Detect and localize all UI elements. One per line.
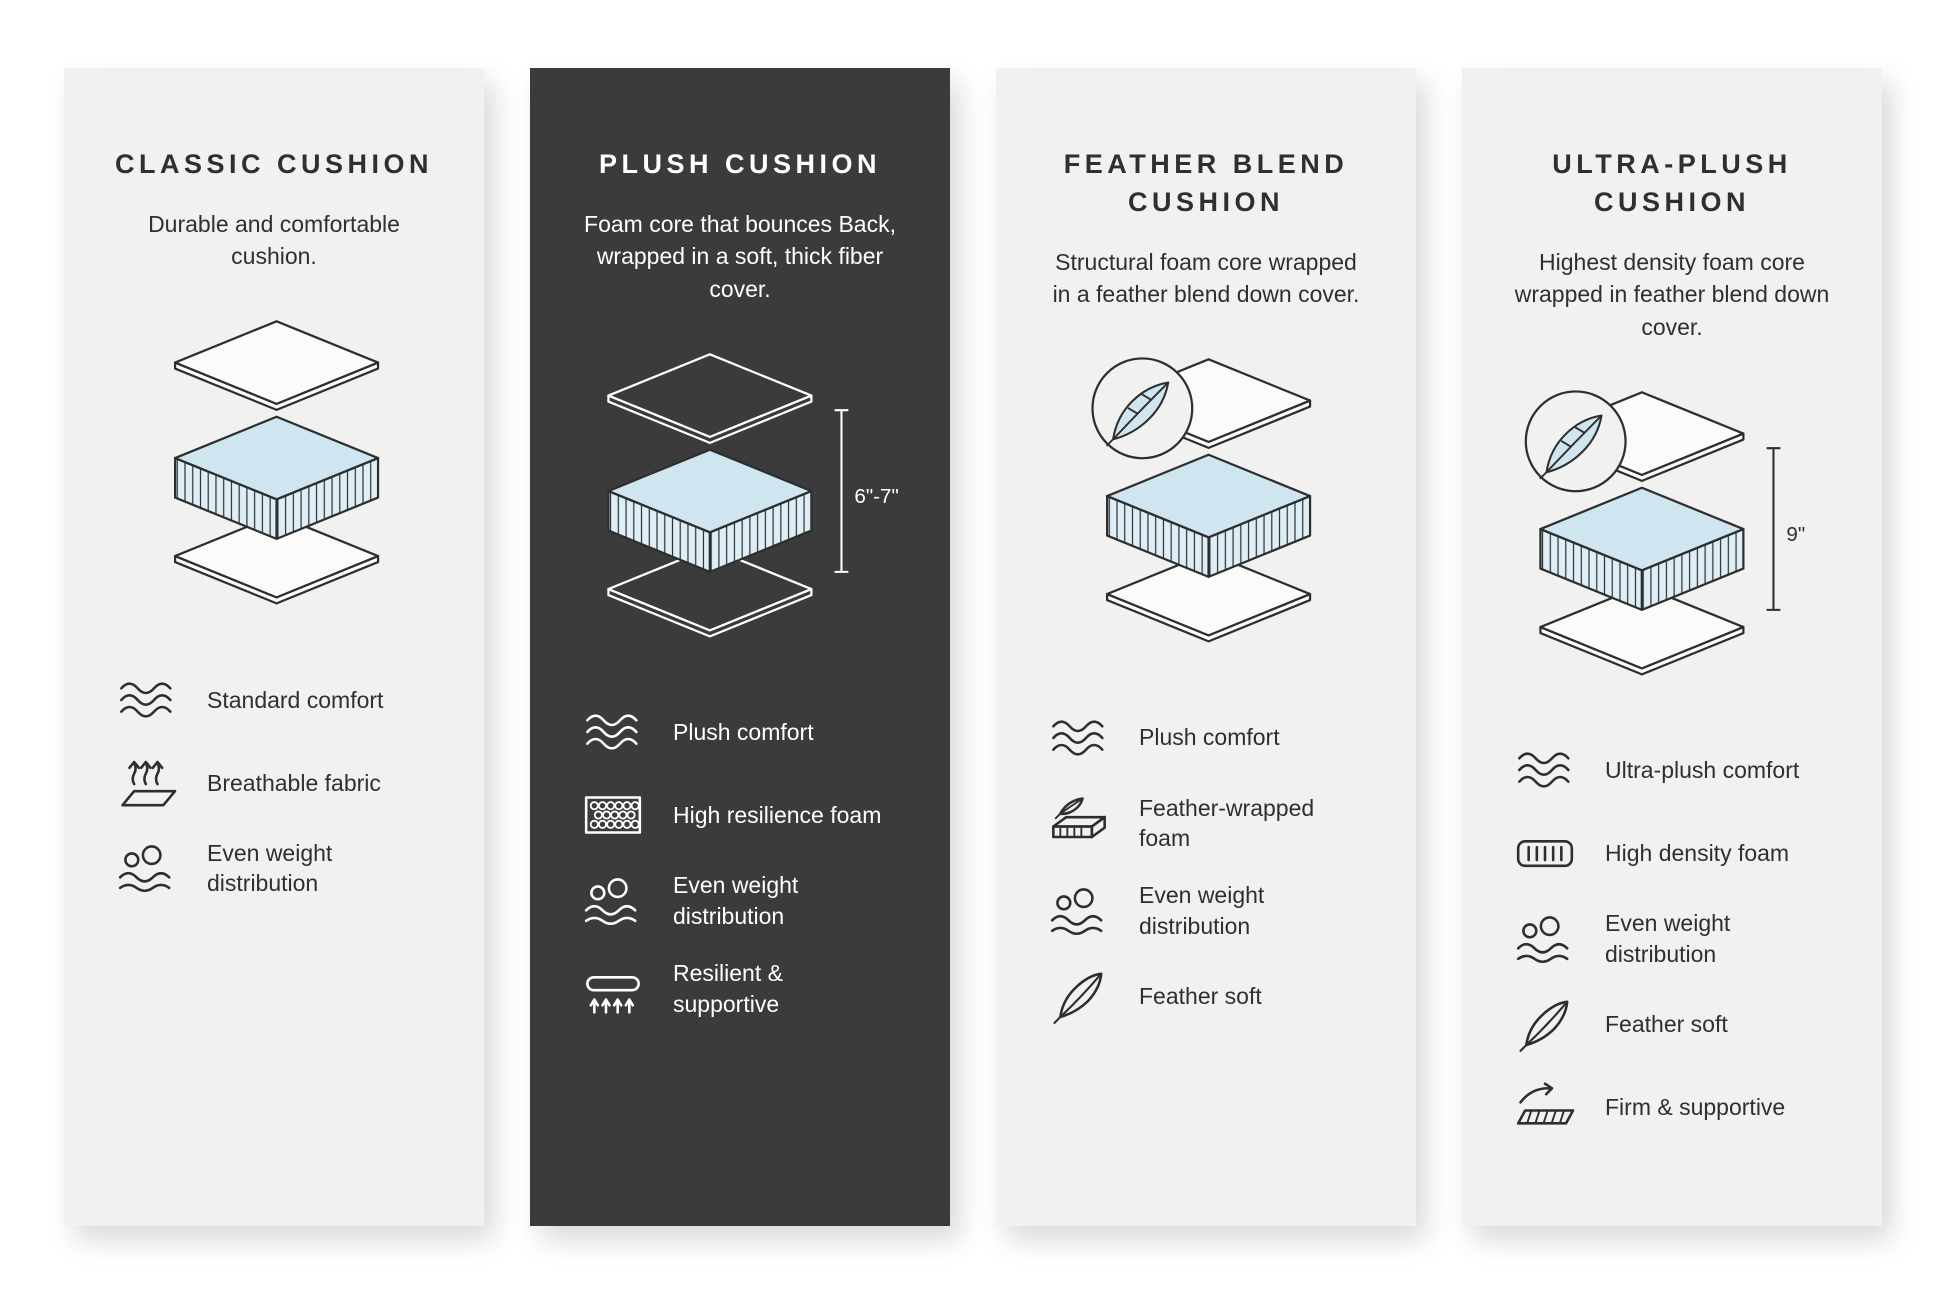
waves-comfort-icon (114, 672, 180, 728)
feature-label: Even weight distribution (207, 839, 333, 897)
bottom-sheet-layer (1539, 584, 1745, 676)
feature-row: Feather-wrapped foam (1046, 793, 1378, 854)
feature-row: Feather soft (1046, 968, 1378, 1024)
feature-label: Even weight distribution (673, 872, 799, 929)
diagram-area: 9" (1500, 388, 1844, 685)
feature-row: Even weight distribution (580, 870, 912, 931)
panel-title: FEATHER BLEND CUSHION (1063, 149, 1349, 217)
feature-label: Standard comfort (207, 686, 384, 713)
panel-title: PLUSH CUSHION (598, 149, 881, 179)
feature-row: Even weight distribution (1046, 880, 1378, 941)
feature-label: Ultra-plush comfort (1605, 757, 1800, 784)
feature-label: Firm & supportive (1605, 1093, 1786, 1120)
resilient-supportive-icon (580, 961, 646, 1017)
feature-label: Resilient & supportive (673, 960, 783, 1017)
feature-row: Ultra-plush comfort (1512, 742, 1844, 798)
feature-list: Ultra-plush comfort High density foam Ev… (1500, 742, 1844, 1135)
feature-list: Plush comfort Feather-wrapped foam Even … (1034, 710, 1378, 1024)
top-sheet-layer (173, 320, 380, 412)
feature-label: Even weight distribution (1139, 882, 1265, 939)
density-foam-icon (1512, 825, 1578, 881)
feature-row: Even weight distribution (114, 838, 446, 899)
firm-supportive-icon (1512, 1079, 1578, 1135)
feature-list: Standard comfort Breathable fabric Even … (102, 672, 446, 899)
bottom-sheet-layer (607, 546, 813, 638)
panel-description: Foam core that bounces Back, wrapped in … (584, 210, 896, 303)
panel-feather-blend-cushion: FEATHER BLEND CUSHION Structural foam co… (996, 68, 1416, 1226)
feature-row: Breathable fabric (114, 755, 446, 811)
feature-list: Plush comfort High resilience foam Even … (568, 704, 912, 1018)
foam-core-layer (173, 415, 380, 541)
cushion-layers-diagram (1091, 357, 1312, 643)
foam-core-layer (1539, 486, 1745, 611)
feature-row: High density foam (1512, 825, 1844, 881)
foam-core-layer (1105, 453, 1312, 578)
cushion-layers-diagram: 9" (1524, 389, 1805, 676)
waves-comfort-icon (1046, 710, 1112, 766)
panel-description: Structural foam core wrapped in a feathe… (1052, 248, 1360, 308)
panel-title: ULTRA-PLUSH CUSHION (1552, 149, 1792, 217)
feature-label: High resilience foam (673, 802, 882, 829)
diagram-area: 6"-7" (568, 350, 912, 647)
feature-row: Feather soft (1512, 996, 1844, 1052)
weight-distribution-icon (1046, 883, 1112, 939)
bottom-sheet-layer (1105, 551, 1312, 643)
feature-row: Firm & supportive (1512, 1079, 1844, 1135)
weight-distribution-icon (114, 840, 180, 896)
feather-badge (1524, 389, 1627, 492)
feature-label: Even weight distribution (1605, 910, 1731, 967)
waves-comfort-icon (580, 704, 646, 760)
panel-plush-cushion: PLUSH CUSHION Foam core that bounces Bac… (530, 68, 950, 1226)
panel-ultra-plush-cushion: ULTRA-PLUSH CUSHION Highest density foam… (1462, 68, 1882, 1226)
feature-label: Breathable fabric (207, 769, 381, 796)
feather-icon (1512, 996, 1578, 1052)
cushion-layers-diagram (173, 320, 380, 605)
feature-row: Standard comfort (114, 672, 446, 728)
feather-icon (1046, 968, 1112, 1024)
panel-description: Highest density foam core wrapped in fea… (1514, 248, 1830, 340)
feature-label: Feather soft (1139, 982, 1262, 1009)
feature-row: Resilient & supportive (580, 958, 912, 1019)
panel-title: CLASSIC CUSHION (114, 149, 433, 179)
cushion-layers-diagram: 6"-7" (607, 352, 899, 638)
feature-row: Even weight distribution (1512, 908, 1844, 969)
foam-core-layer (607, 448, 813, 573)
height-dimension: 9" (1766, 446, 1805, 611)
height-dimension-label: 9" (1786, 523, 1805, 546)
bottom-sheet-layer (173, 513, 380, 605)
feature-row: Plush comfort (1046, 710, 1378, 766)
diagram-area (102, 317, 446, 614)
weight-distribution-icon (1512, 911, 1578, 967)
feature-row: High resilience foam (580, 787, 912, 843)
feature-label: Feather-wrapped foam (1139, 794, 1315, 851)
feather-badge (1091, 357, 1194, 460)
feature-label: Plush comfort (673, 719, 814, 746)
panel-description: Durable and comfortable cushion. (148, 210, 400, 270)
feature-row: Plush comfort (580, 704, 912, 760)
breathable-fabric-icon (114, 755, 180, 811)
feature-label: Feather soft (1605, 1010, 1728, 1037)
feature-label: Plush comfort (1139, 724, 1280, 751)
honeycomb-foam-icon (580, 787, 646, 843)
top-sheet-layer (607, 352, 813, 444)
height-dimension: 6"-7" (834, 408, 899, 573)
panel-classic-cushion: CLASSIC CUSHION Durable and comfortable … (64, 68, 484, 1226)
height-dimension-label: 6"-7" (854, 485, 898, 508)
weight-distribution-icon (580, 873, 646, 929)
diagram-area (1034, 355, 1378, 652)
waves-comfort-icon (1512, 742, 1578, 798)
feather-wrapped-foam-icon (1046, 795, 1112, 851)
feature-label: High density foam (1605, 840, 1790, 867)
